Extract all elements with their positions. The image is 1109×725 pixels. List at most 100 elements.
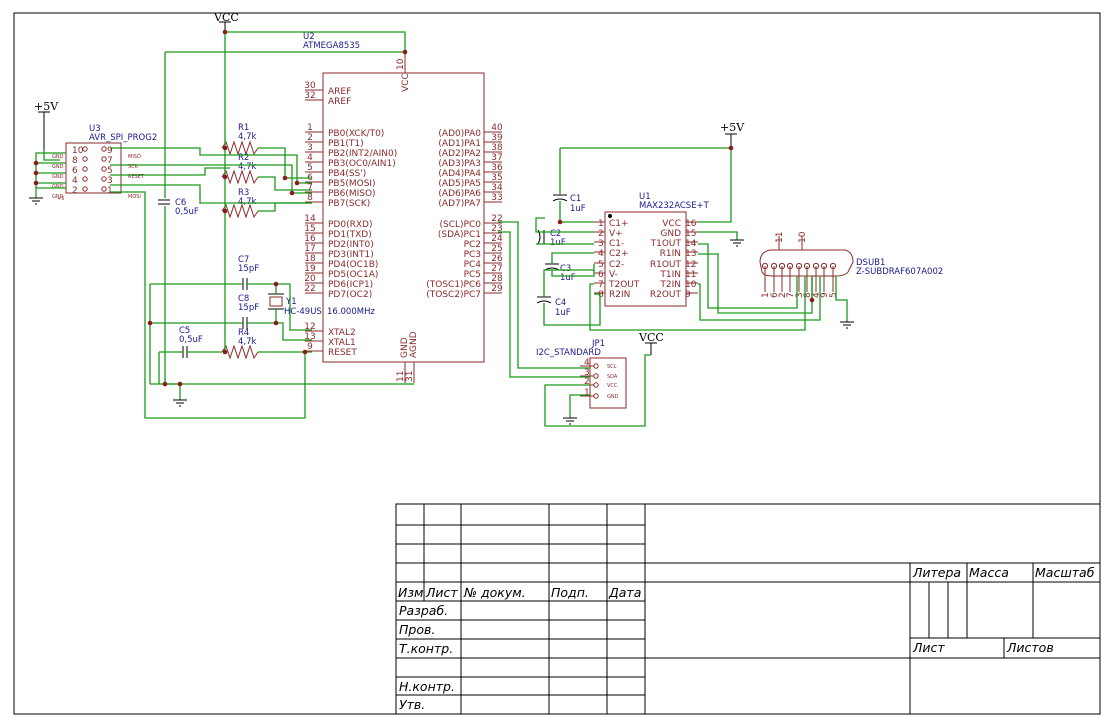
u2-pin-num: 3	[307, 143, 313, 153]
svg-text:C5: C5	[179, 326, 190, 336]
capacitor-c3: C3 1uF	[544, 263, 576, 283]
svg-text:4,7k: 4,7k	[238, 162, 257, 172]
svg-text:C8: C8	[238, 294, 249, 304]
u1-pin-name: C1-	[609, 239, 624, 249]
u2-pin-name: (AD7)PA7	[438, 199, 481, 209]
svg-text:I2C_STANDARD: I2C_STANDARD	[536, 348, 601, 358]
u2-pin-num: 19	[304, 264, 316, 274]
capacitor-c6: C6 0,5uF	[158, 198, 199, 217]
u2-pin-name: PC2	[464, 240, 481, 250]
svg-text:0,5uF: 0,5uF	[175, 207, 199, 217]
u2-pin-num: 35	[491, 173, 502, 183]
resistor-r1: R1 4,7k	[221, 123, 259, 156]
svg-text:Y1: Y1	[285, 297, 297, 307]
wires	[35, 31, 848, 427]
dsub-pin-num: 3	[795, 292, 805, 298]
capacitor-c8: C8 15pF	[238, 294, 259, 329]
svg-text:4,7k: 4,7k	[238, 337, 257, 347]
u3-pin-num-left: 4	[72, 176, 78, 186]
u1-pin-num: 8	[598, 290, 604, 300]
u2-pin-name: (AD0)PA0	[438, 129, 481, 139]
svg-text:+5: +5	[57, 196, 64, 202]
u3-pin-num-right: 9	[107, 146, 113, 156]
tb-izm: Изм	[398, 585, 423, 600]
u2-pin-name: (SCL)PC0	[440, 220, 482, 230]
svg-text:AVR_SPI_PROG2: AVR_SPI_PROG2	[89, 133, 157, 143]
u1-pin-num: 1	[598, 219, 604, 229]
dsub-pin-pad	[770, 262, 778, 270]
u2-pin-num: 2	[307, 133, 313, 143]
tb-litera: Литера	[912, 565, 961, 580]
u3-label-left: GND	[52, 154, 64, 160]
u2-pin-num: 25	[491, 244, 502, 254]
tb-utv: Утв.	[399, 697, 425, 712]
u1-pin-name: V-	[609, 270, 618, 280]
u2-pin-num: 20	[304, 274, 316, 284]
u2-pin-num: 40	[491, 123, 503, 133]
sheet-frame	[13, 12, 1101, 715]
jp1-pin-name: GND	[607, 394, 619, 400]
u1-pin-name: R1OUT	[650, 260, 682, 270]
dsub-pin-num: 8	[803, 292, 813, 298]
dsub-pin-num: 1	[761, 292, 771, 298]
dsub-pin-pad	[761, 262, 769, 270]
u2-pin-name: PC3	[464, 250, 481, 260]
dsub-pin-num: 4	[812, 292, 822, 298]
u3-label-right: MOSI	[128, 194, 141, 200]
svg-text:C7: C7	[238, 255, 249, 265]
jp1-pin-num: 3	[584, 368, 590, 378]
u1-pin-num: 13	[685, 249, 696, 259]
svg-text:10: 10	[396, 58, 406, 70]
u1-pin-name: R2OUT	[650, 290, 682, 300]
u1-pin-name: R1IN	[660, 249, 681, 259]
tb-tkontr: Т.контр.	[399, 641, 453, 656]
svg-text:+5V: +5V	[720, 121, 745, 134]
u2-atmega8535: U2 ATMEGA8535 30AREF32AREF1PB0(XCK/T0)2P…	[303, 32, 503, 383]
u2-pin-name: PB6(MISO)	[328, 189, 376, 199]
jp1-pad	[593, 393, 599, 399]
u3-pad-left	[82, 146, 88, 152]
dsub-shield-num: 10	[798, 231, 808, 243]
u1-pin-num: 2	[598, 229, 604, 239]
u2-pin-num: 34	[491, 183, 503, 193]
svg-text:JP1: JP1	[591, 339, 605, 349]
capacitor-c4: C4 1uF	[536, 296, 571, 318]
svg-text:R3: R3	[238, 188, 249, 198]
u2-pin-num: 17	[304, 244, 315, 254]
tb-list-right: Лист	[912, 640, 945, 655]
svg-text:16.000MHz: 16.000MHz	[327, 307, 375, 317]
u1-pin-name: C1+	[609, 219, 629, 229]
svg-text:VCC: VCC	[638, 331, 664, 344]
svg-text:MAX232ACSE+T: MAX232ACSE+T	[639, 201, 710, 211]
dsub-pin-num: 2	[778, 292, 788, 298]
u2-pin-num: 12	[304, 322, 315, 332]
capacitor-c5: C5 0,5uF	[179, 326, 203, 358]
u2-pin-name: PB4(SS')	[328, 169, 366, 179]
u2-pin-num: 26	[491, 254, 503, 264]
u2-pin-num: 27	[491, 264, 502, 274]
u3-pin-num-left: 6	[72, 166, 78, 176]
u2-pin-num: 22	[304, 284, 315, 294]
svg-text:15pF: 15pF	[238, 303, 259, 313]
junctions	[33, 29, 815, 387]
jp1-pin-num: 4	[584, 358, 590, 368]
u3-label-right: SCK	[128, 164, 139, 170]
svg-text:+5V: +5V	[34, 100, 59, 113]
u2-pin-name: PB0(XCK/T0)	[328, 129, 384, 139]
u2-pin-name: PB3(OC0/AIN1)	[328, 159, 396, 169]
u2-pin-name: PC4	[464, 260, 482, 270]
svg-text:VCC: VCC	[401, 73, 411, 92]
u2-pin-name: (AD3)PA3	[438, 159, 481, 169]
jp1-pin-num: 2	[584, 377, 590, 387]
jp1-pad	[593, 382, 599, 388]
u1-pin-name: VCC	[662, 219, 681, 229]
svg-text:C2: C2	[550, 229, 561, 239]
u2-pin-name: PD7(OC2)	[328, 290, 372, 300]
tb-list: Лист	[425, 585, 458, 600]
u2-pin-num: 14	[304, 214, 316, 224]
ground-symbols	[29, 197, 854, 425]
u1-pin-num: 14	[685, 239, 697, 249]
u2-pin-name: (TOSC2)PC7	[426, 290, 481, 300]
u1-pin-num: 5	[598, 260, 604, 270]
